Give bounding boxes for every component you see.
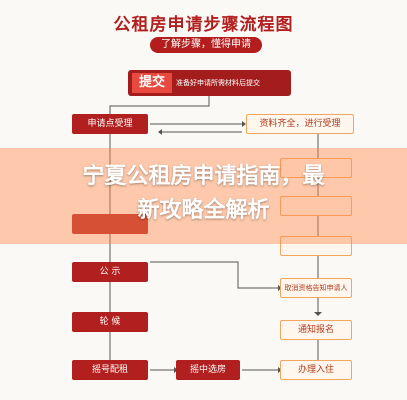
step-right-3 <box>280 196 352 216</box>
step-notify-registration: 通知报名 <box>280 320 352 340</box>
step-select-house: 摇中选房 <box>176 360 240 380</box>
arrowhead <box>314 312 322 316</box>
overlay-line-1: 宁夏公租房申请指南，最 <box>82 164 325 189</box>
step-review <box>72 214 148 234</box>
step-accept: 申请点受理 <box>72 114 148 134</box>
overlay-line-2: 新攻略全解析 <box>137 198 270 223</box>
step-queue: 轮 候 <box>72 312 148 332</box>
step-publicity: 公 示 <box>72 262 148 282</box>
diagram-subtitle: 了解步骤，懂得申请 <box>150 37 262 53</box>
arrowhead <box>242 121 246 127</box>
title-overlay-band <box>0 148 407 244</box>
submit-label: 提交 <box>132 73 172 93</box>
submit-description: 准备好申请所需材料后提交 <box>176 79 260 87</box>
step-cancel-qualification: 取消资格告知申请人 <box>280 278 352 298</box>
step-materials-complete: 资料齐全，进行受理 <box>246 114 354 134</box>
step-move-in: 办理入住 <box>280 360 352 380</box>
step-lottery: 摇号配租 <box>72 360 148 380</box>
submit-step: 提交 准备好申请所需材料后提交 <box>128 70 291 96</box>
connector-publicity-to-cancel <box>150 261 278 289</box>
diagram-title: 公租房申请步骤流程图 <box>113 15 294 35</box>
arrowhead <box>158 129 162 135</box>
step-right-4 <box>280 236 352 256</box>
connector-submit-to-accept <box>109 96 210 114</box>
overlay-headline: 宁夏公租房申请指南，最 新攻略全解析 <box>0 160 407 228</box>
step-right-2 <box>280 158 352 178</box>
